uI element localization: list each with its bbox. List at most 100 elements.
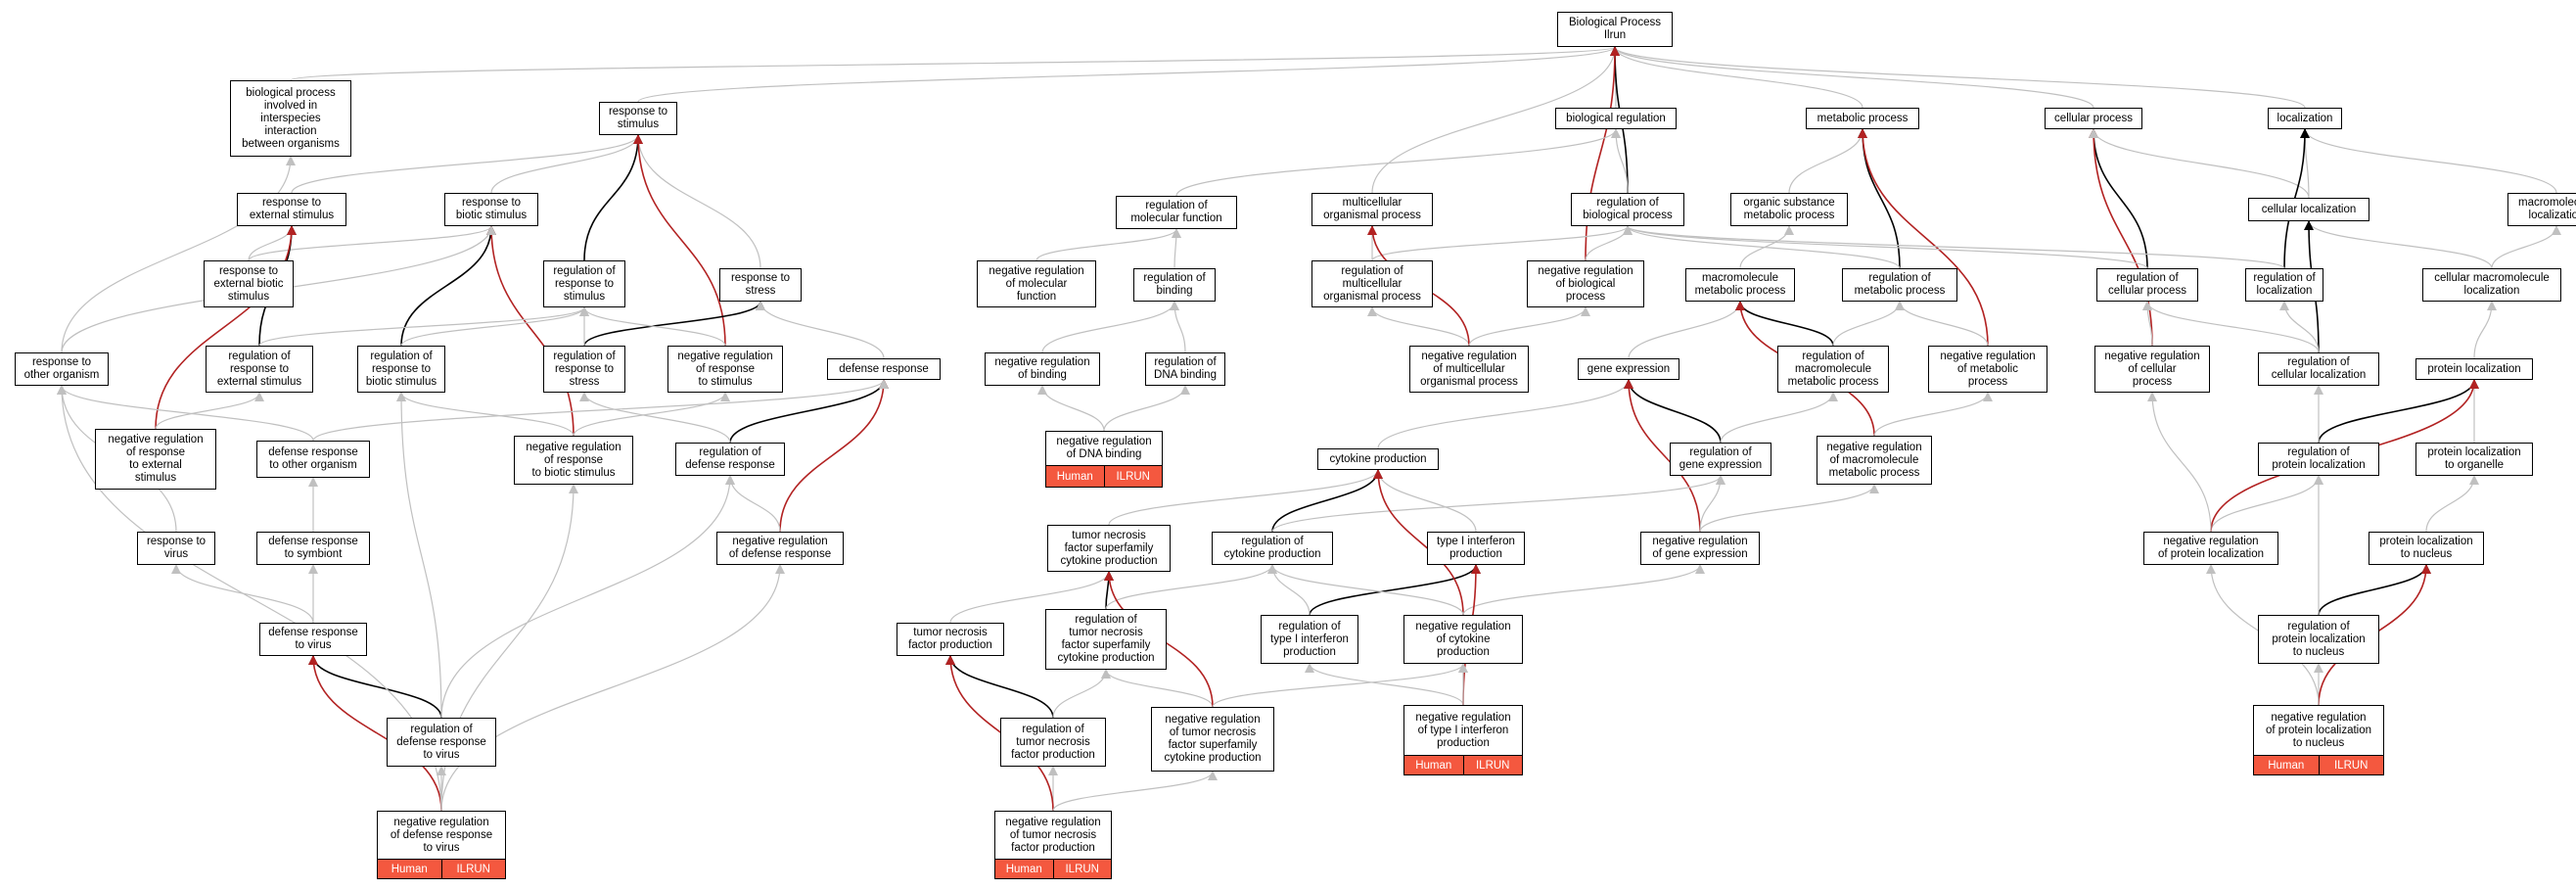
neg_reg_cellular_process[interactable]: negative regulation of cellular process — [2094, 346, 2210, 393]
reg_macromolecule_metabolic[interactable]: regulation of macromolecule metabolic pr… — [1777, 346, 1889, 393]
edge-neg_reg_gene_expression-to-gene_expression — [1624, 379, 1701, 533]
edge-neg_reg_cytokine_production-to-reg_cytokine_production — [1267, 564, 1464, 616]
defense_resp_symbiont[interactable]: defense response to symbiont — [256, 532, 370, 565]
bp[interactable]: Biological Process Ilrun — [1557, 12, 1673, 47]
neg_reg_gene_expression[interactable]: negative regulation of gene expression — [1640, 532, 1760, 565]
defense_resp_other_organism[interactable]: defense response to other organism — [256, 441, 370, 478]
reg_resp_stimulus[interactable]: regulation of response to stimulus — [543, 260, 625, 307]
neg_reg_protein_localization_nucleus[interactable]: negative regulation of protein localizat… — [2253, 705, 2384, 756]
neg_reg_macromolecule_metabolic[interactable]: negative regulation of macromolecule met… — [1817, 436, 1932, 485]
edge-defense_resp_other_organism-to-resp_other_organism — [57, 385, 314, 442]
resp_biotic_stimulus[interactable]: response to biotic stimulus — [444, 193, 538, 226]
edge-neg_reg_defense_response-to-reg_defense_response — [725, 475, 781, 533]
edge-reg_defense_resp_virus-to-reg_resp_biotic_stimulus — [396, 392, 442, 719]
protein_localization[interactable]: protein localization — [2415, 358, 2533, 380]
reg_gene_expression[interactable]: regulation of gene expression — [1670, 443, 1771, 476]
neg_reg_defense_resp_virus[interactable]: negative regulation of defense response … — [377, 811, 506, 860]
macromolecule_metabolic[interactable]: macromolecule metabolic process — [1685, 268, 1795, 302]
type1_ifn_production[interactable]: type I interferon production — [1427, 532, 1525, 565]
resp_stress[interactable]: response to stress — [719, 268, 802, 302]
edge-resp_stimulus-to-bp — [637, 46, 1620, 103]
edge-defense_response-to-resp_stress — [756, 301, 885, 359]
neg_reg_type1_ifn_production[interactable]: negative regulation of type I interferon… — [1403, 705, 1523, 756]
neg_reg_binding[interactable]: negative regulation of binding — [985, 352, 1100, 386]
resp_ext_biotic_stimulus[interactable]: response to external biotic stimulus — [204, 260, 294, 307]
edge-reg_tnf_production-to-reg_tnf_superfamily_production — [1052, 669, 1111, 719]
reg_dna_binding[interactable]: regulation of DNA binding — [1145, 352, 1225, 386]
reg_cytokine_production[interactable]: regulation of cytokine production — [1212, 532, 1333, 565]
protein_localization_nucleus[interactable]: protein localization to nucleus — [2369, 532, 2484, 565]
reg_defense_resp_virus[interactable]: regulation of defense response to virus — [387, 718, 496, 767]
defense_response[interactable]: defense response — [827, 358, 941, 380]
edge-reg_binding-to-reg_molecular_function — [1171, 228, 1181, 269]
localization[interactable]: localization — [2268, 108, 2342, 129]
edge-neg_reg_resp_stimulus-to-reg_resp_stimulus — [579, 306, 726, 347]
reg_tnf_superfamily_production[interactable]: regulation of tumor necrosis factor supe… — [1045, 609, 1167, 670]
metabolic_process[interactable]: metabolic process — [1806, 108, 1919, 129]
defense_resp_virus[interactable]: defense response to virus — [259, 623, 367, 656]
reg_localization[interactable]: regulation of localization — [2245, 268, 2323, 302]
neg_reg_resp_ext_stimulus[interactable]: negative regulation of response to exter… — [95, 429, 216, 490]
reg_multicellular_process[interactable]: regulation of multicellular organismal p… — [1311, 260, 1433, 307]
reg_resp_stress[interactable]: regulation of response to stress — [543, 346, 625, 393]
resp_ext_stimulus[interactable]: response to external stimulus — [237, 193, 346, 226]
resp_stimulus[interactable]: response to stimulus — [599, 102, 677, 135]
reg_molecular_function[interactable]: regulation of molecular function — [1116, 196, 1237, 229]
reg_binding[interactable]: regulation of binding — [1133, 268, 1216, 302]
neg_reg_molecular_function[interactable]: negative regulation of molecular functio… — [977, 260, 1096, 307]
cellular_macromolecule_localization[interactable]: cellular macromolecule localization — [2422, 268, 2561, 302]
bio_proc_interspecies[interactable]: biological process involved in interspec… — [230, 80, 351, 157]
reg_cellular_process[interactable]: regulation of cellular process — [2096, 268, 2198, 302]
edge-neg_reg_multicellular_process-to-neg_reg_bio_process — [1468, 306, 1590, 347]
edge-reg_resp_stress-to-resp_stress — [583, 301, 765, 347]
edge-cytokine_production-to-gene_expression — [1377, 379, 1633, 449]
tags-neg_reg_tnf_production: Human ILRUN — [994, 860, 1112, 879]
neg_reg_defense_response[interactable]: negative regulation of defense response — [716, 532, 844, 565]
edge-reg_resp_stimulus-to-resp_stimulus — [583, 134, 643, 261]
edge-reg_localization-to-reg_bio_process — [1623, 225, 2285, 269]
reg_cellular_localization[interactable]: regulation of cellular localization — [2258, 352, 2379, 386]
tags-neg_reg_protein_localization_nucleus: Human ILRUN — [2253, 756, 2384, 775]
reg_bio_process[interactable]: regulation of biological process — [1571, 193, 1684, 226]
neg_reg_tnf_superfamily_production[interactable]: negative regulation of tumor necrosis fa… — [1151, 707, 1274, 772]
resp_other_organism[interactable]: response to other organism — [15, 352, 109, 386]
edge-organic_substance_metabolic-to-metabolic_process — [1788, 128, 1867, 194]
reg_tnf_production[interactable]: regulation of tumor necrosis factor prod… — [1000, 718, 1106, 767]
neg_reg_metabolic_process[interactable]: negative regulation of metabolic process — [1928, 346, 2047, 393]
multicellular_process[interactable]: multicellular organismal process — [1311, 193, 1433, 226]
neg_reg_bio_process[interactable]: negative regulation of biological proces… — [1527, 260, 1644, 307]
neg_reg_protein_localization[interactable]: negative regulation of protein localizat… — [2143, 532, 2278, 565]
neg_reg_tnf_production[interactable]: negative regulation of tumor necrosis fa… — [994, 811, 1112, 860]
cytokine_production[interactable]: cytokine production — [1317, 448, 1439, 470]
organic_substance_metabolic[interactable]: organic substance metabolic process — [1730, 193, 1848, 226]
edge-tnf_production-to-tnf_superfamily_production — [949, 571, 1114, 624]
neg_reg_cytokine_production[interactable]: negative regulation of cytokine producti… — [1403, 615, 1523, 664]
neg_reg_dna_binding[interactable]: negative regulation of DNA binding — [1045, 431, 1163, 466]
tnf_production[interactable]: tumor necrosis factor production — [897, 623, 1004, 656]
tnf_superfamily_production[interactable]: tumor necrosis factor superfamily cytoki… — [1047, 525, 1171, 572]
bio_regulation[interactable]: biological regulation — [1555, 108, 1677, 129]
reg_metabolic_process[interactable]: regulation of metabolic process — [1842, 268, 1957, 302]
edge-neg_reg_multicellular_process-to-reg_multicellular_process — [1367, 306, 1470, 347]
reg_resp_biotic_stimulus[interactable]: regulation of response to biotic stimulu… — [357, 346, 445, 393]
reg_resp_ext_stimulus[interactable]: regulation of response to external stimu… — [206, 346, 313, 393]
resp_virus[interactable]: response to virus — [137, 532, 215, 565]
reg_type1_ifn_production[interactable]: regulation of type I interferon producti… — [1261, 615, 1358, 664]
gene_expression[interactable]: gene expression — [1578, 358, 1679, 380]
reg_protein_localization[interactable]: regulation of protein localization — [2258, 443, 2379, 476]
reg_defense_response[interactable]: regulation of defense response — [675, 443, 785, 476]
edge-cellular_localization-to-cellular_process — [2089, 128, 2310, 199]
neg_reg_resp_biotic_stimulus[interactable]: negative regulation of response to bioti… — [514, 436, 633, 485]
cellular_process[interactable]: cellular process — [2045, 108, 2142, 129]
reg_protein_localization_nucleus[interactable]: regulation of protein localization to nu… — [2258, 615, 2379, 664]
edge-neg_reg_resp_biotic_stimulus-to-reg_resp_biotic_stimulus — [396, 392, 575, 437]
macromolecule_localization[interactable]: macromolecule localization — [2507, 193, 2576, 226]
cellular_localization[interactable]: cellular localization — [2248, 198, 2369, 221]
edge-resp_stress-to-resp_stimulus — [633, 134, 761, 269]
protein_localization_organelle[interactable]: protein localization to organelle — [2415, 443, 2533, 476]
neg_reg_multicellular_process[interactable]: negative regulation of multicellular org… — [1409, 346, 1529, 393]
neg_reg_resp_stimulus[interactable]: negative regulation of response to stimu… — [667, 346, 783, 393]
edge-neg_reg_cytokine_production-to-neg_reg_gene_expression — [1462, 564, 1705, 616]
